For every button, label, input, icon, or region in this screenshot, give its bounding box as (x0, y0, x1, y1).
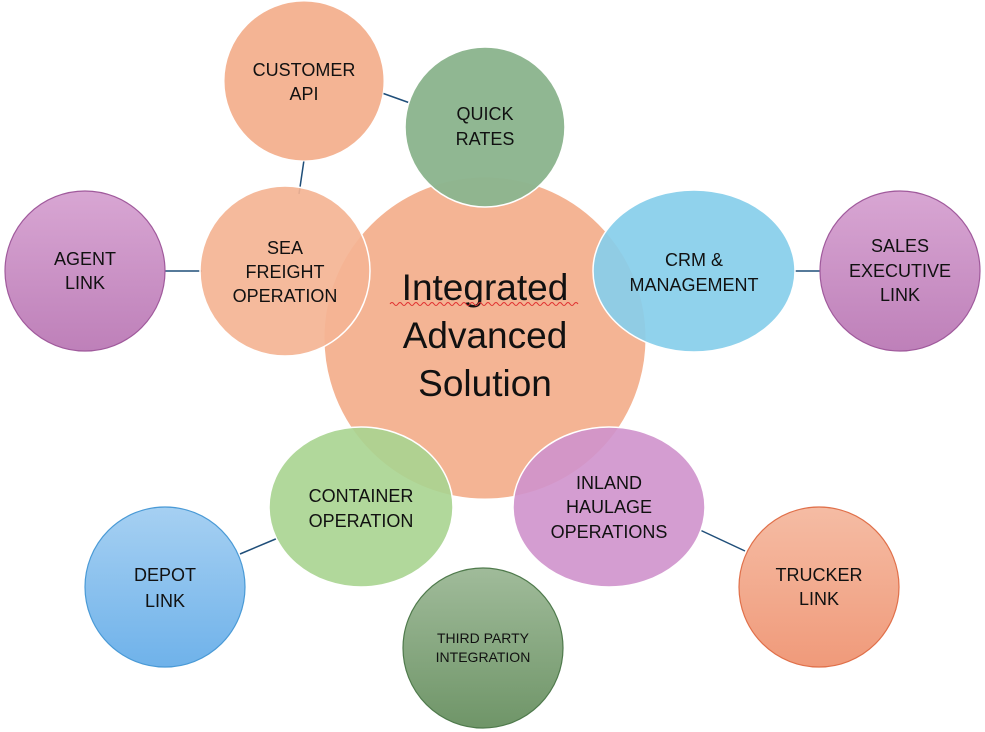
sales-executive-label-2: EXECUTIVE (849, 261, 951, 281)
customer-api-circle[interactable] (223, 0, 385, 162)
sales-executive-circle[interactable] (819, 190, 981, 352)
container-operation-label-1: CONTAINER (309, 486, 414, 506)
inland-haulage-label-1: INLAND (576, 473, 642, 493)
quick-rates-label-2: RATES (456, 129, 515, 149)
crm-label-1: CRM & (665, 250, 723, 270)
center-title-line2: Advanced (403, 315, 568, 356)
depot-link-label-1: DEPOT (134, 565, 196, 585)
agent-link-label-2: LINK (65, 273, 105, 293)
quick-rates-circle[interactable] (404, 46, 566, 208)
trucker-link-label-2: LINK (799, 589, 839, 609)
connector-depot-container (239, 537, 279, 555)
trucker-link-circle[interactable] (738, 506, 900, 668)
spellcheck-underline (389, 302, 579, 306)
inland-haulage-label-2: HAULAGE (566, 497, 652, 517)
third-party-label-2: INTEGRATION (436, 649, 531, 665)
quick-rates-label-1: QUICK (456, 104, 513, 124)
sales-executive-label-3: LINK (880, 285, 920, 305)
container-operation-circle[interactable] (268, 426, 454, 588)
sea-freight-circle[interactable] (199, 185, 371, 357)
connector-inland-trucker (699, 529, 746, 552)
center-title-line3: Solution (418, 363, 552, 404)
inland-haulage-circle[interactable] (512, 426, 706, 588)
depot-link-label-2: LINK (145, 591, 185, 611)
sea-freight-label-3: OPERATION (233, 286, 338, 306)
sea-freight-label-2: FREIGHT (246, 262, 325, 282)
crm-label-2: MANAGEMENT (629, 275, 758, 295)
depot-link-circle[interactable] (84, 506, 246, 668)
agent-link-circle[interactable] (4, 190, 166, 352)
third-party-integration-circle[interactable] (402, 567, 564, 729)
inland-haulage-label-3: OPERATIONS (551, 522, 668, 542)
sea-freight-label-1: SEA (267, 238, 303, 258)
connector-customer-quick (381, 92, 411, 104)
agent-link-label-1: AGENT (54, 249, 116, 269)
trucker-link-label-1: TRUCKER (775, 565, 862, 585)
sales-executive-label-1: SALES (871, 236, 929, 256)
third-party-label-1: THIRD PARTY (437, 630, 530, 646)
container-operation-label-2: OPERATION (309, 511, 414, 531)
customer-api-label-1: CUSTOMER (253, 60, 356, 80)
customer-api-label-2: API (289, 84, 318, 104)
crm-management-circle[interactable] (592, 189, 796, 353)
center-title-line1: Integrated (402, 267, 569, 308)
